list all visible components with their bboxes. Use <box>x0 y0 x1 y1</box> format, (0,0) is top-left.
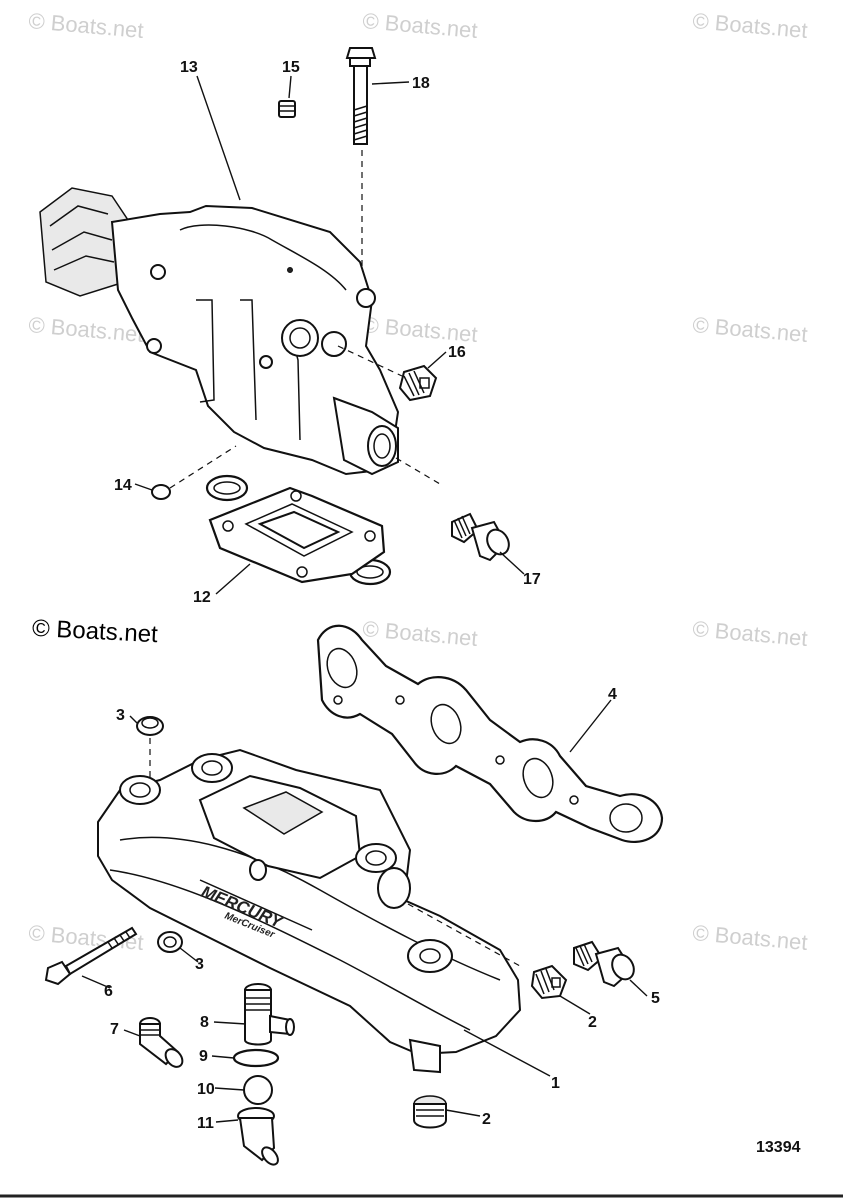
callout-2-side: 2 <box>588 1014 597 1031</box>
plug-15 <box>278 100 296 118</box>
callout-2-bottom: 2 <box>482 1111 491 1128</box>
bolt-6 <box>44 926 138 986</box>
callout-5: 5 <box>651 990 660 1007</box>
callout-3-top: 3 <box>116 707 125 724</box>
tee-fitting-8 <box>244 983 295 1046</box>
callout-14: 14 <box>114 477 132 494</box>
callout-6: 6 <box>104 983 113 1000</box>
watermark-3: © Boats.net <box>692 8 809 43</box>
callout-9: 9 <box>199 1048 208 1065</box>
fitting-5 <box>573 940 635 988</box>
watermark-7: © Boats.net <box>362 616 479 651</box>
housing-11 <box>237 1107 279 1166</box>
gasket-12 <box>205 474 392 586</box>
callout-13: 13 <box>180 59 198 76</box>
watermark-11: © Boats.net <box>692 920 809 955</box>
fitting-17 <box>451 512 510 562</box>
callout-17: 17 <box>523 571 541 588</box>
plug-14 <box>151 445 237 500</box>
gasket-4 <box>316 624 664 844</box>
plug-2-bottom <box>413 1095 447 1129</box>
callout-4: 4 <box>608 686 617 703</box>
ball-10 <box>243 1075 273 1105</box>
callout-11: 11 <box>197 1115 214 1132</box>
callout-18: 18 <box>412 75 430 92</box>
watermark-6: © Boats.net <box>692 312 809 347</box>
callout-7: 7 <box>110 1021 119 1038</box>
callout-1: 1 <box>551 1075 560 1092</box>
elbow-fitting-7 <box>139 1017 184 1068</box>
callout-15: 15 <box>282 59 300 76</box>
ring-3-top <box>136 716 164 790</box>
callout-10: 10 <box>197 1081 215 1098</box>
ring-3-side <box>157 931 183 953</box>
callout-8: 8 <box>200 1014 209 1031</box>
callout-labels: 13 15 18 16 14 12 17 3 4 3 6 2 5 7 8 9 1… <box>104 59 801 1156</box>
callout-3-side: 3 <box>195 956 204 973</box>
exhaust-manifold-1: MERCURY MerCruiser <box>97 748 522 1074</box>
o-ring-9 <box>232 1048 280 1068</box>
watermark-5: © Boats.net <box>362 312 479 347</box>
watermark-2: © Boats.net <box>362 8 479 43</box>
figure-number: 13394 <box>756 1139 801 1156</box>
leader-lines <box>81 75 648 1123</box>
exhaust-elbow-13 <box>39 187 441 485</box>
plug-16 <box>398 364 438 402</box>
watermark-1: © Boats.net <box>28 8 145 43</box>
watermark-4: © Boats.net <box>28 312 145 347</box>
callout-16: 16 <box>448 344 466 361</box>
bolt-18 <box>345 47 377 272</box>
watermark-8: © Boats.net <box>692 616 809 651</box>
callout-12: 12 <box>193 589 211 606</box>
plug-2-side <box>530 964 568 1000</box>
